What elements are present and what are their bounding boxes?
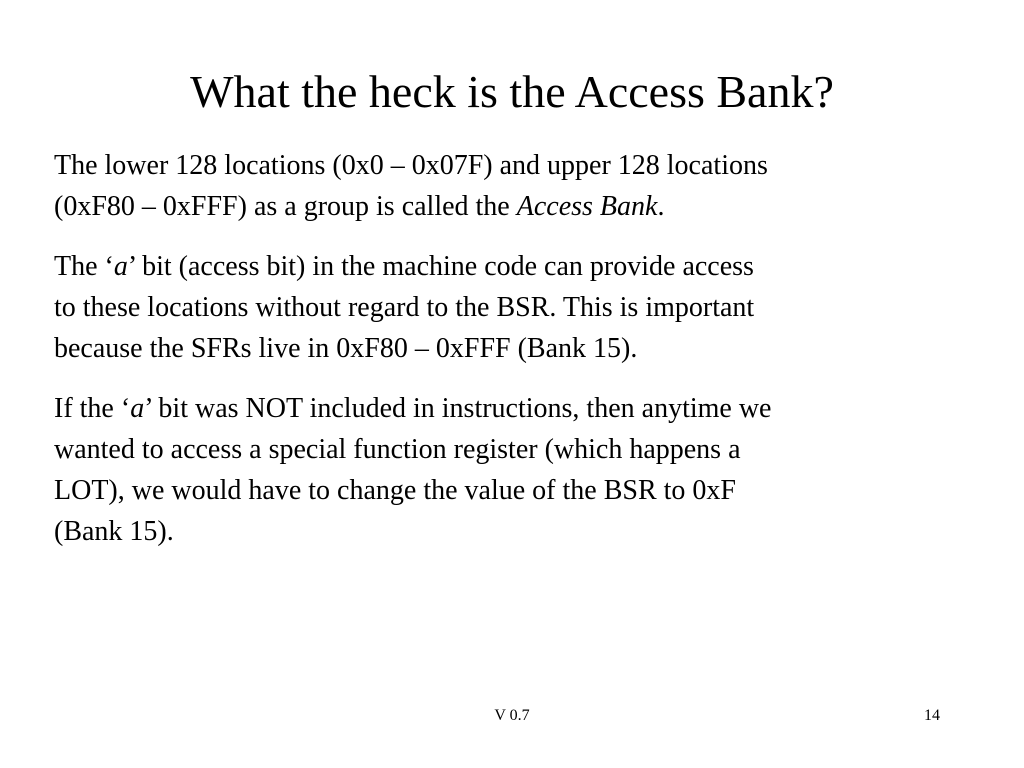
paragraph-line: If the ‘a’ bit was NOT included in instr… <box>54 388 954 429</box>
text-run: . <box>657 191 665 222</box>
emphasis-text: Access Bank <box>516 191 658 222</box>
paragraph-line: LOT), we would have to change the value … <box>54 470 954 511</box>
text-run: wanted to access a special function regi… <box>54 434 741 465</box>
paragraph-line: The ‘a’ bit (access bit) in the machine … <box>54 246 954 287</box>
emphasis-text: a <box>113 251 128 282</box>
paragraph-line: because the SFRs live in 0xF80 – 0xFFF (… <box>54 328 954 369</box>
text-run: to these locations without regard to the… <box>54 292 755 323</box>
paragraph-bsr-change: If the ‘a’ bit was NOT included in instr… <box>54 388 954 552</box>
slide-body: The lower 128 locations (0x0 – 0x07F) an… <box>54 145 954 571</box>
text-run: ’ bit (access bit) in the machine code c… <box>127 251 754 282</box>
paragraph-line: The lower 128 locations (0x0 – 0x07F) an… <box>54 145 954 186</box>
text-run: If the ‘ <box>54 393 131 424</box>
slide-title: What the heck is the Access Bank? <box>190 66 834 117</box>
text-run: The ‘ <box>54 251 114 282</box>
text-run: (0xF80 – 0xFFF) as a group is called the <box>54 191 517 222</box>
text-run: (Bank 15). <box>54 516 174 547</box>
text-run: LOT), we would have to change the value … <box>54 475 736 506</box>
emphasis-text: a <box>130 393 145 424</box>
paragraph-line: to these locations without regard to the… <box>54 287 954 328</box>
paragraph-line: (Bank 15). <box>54 511 954 552</box>
paragraph-line: wanted to access a special function regi… <box>54 429 954 470</box>
paragraph-access-bit: The ‘a’ bit (access bit) in the machine … <box>54 246 954 369</box>
footer-version: V 0.7 <box>494 707 530 724</box>
text-run: ’ bit was NOT included in instructions, … <box>144 393 772 424</box>
text-run: because the SFRs live in 0xF80 – 0xFFF (… <box>54 333 638 364</box>
paragraph-line: (0xF80 – 0xFFF) as a group is called the… <box>54 186 954 227</box>
text-run: The lower 128 locations (0x0 – 0x07F) an… <box>54 150 768 181</box>
paragraph-access-bank-definition: The lower 128 locations (0x0 – 0x07F) an… <box>54 145 954 227</box>
page-number: 14 <box>924 707 940 724</box>
